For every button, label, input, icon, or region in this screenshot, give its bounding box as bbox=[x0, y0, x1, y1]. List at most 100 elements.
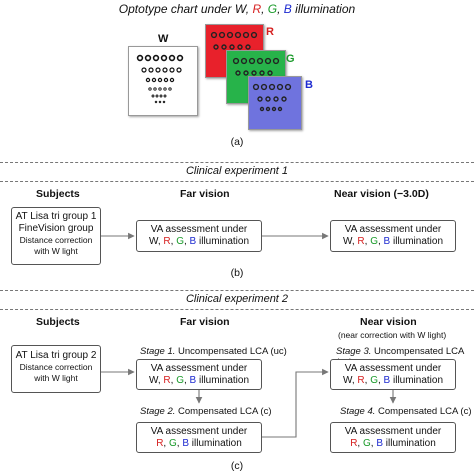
text: , bbox=[377, 236, 384, 247]
title-sep: , bbox=[245, 2, 253, 16]
panel-c-label: (c) bbox=[230, 460, 244, 472]
box-line: W, R, G, B illumination bbox=[137, 236, 261, 248]
text: , bbox=[176, 438, 183, 449]
optotype-card-w bbox=[128, 46, 198, 116]
box-line: Distance correction bbox=[19, 362, 93, 372]
b-letter: B bbox=[376, 438, 383, 449]
title-sep: , bbox=[261, 2, 268, 16]
text: W, bbox=[342, 236, 358, 247]
text: illumination bbox=[390, 236, 444, 247]
stage-number: Stage 1. bbox=[140, 346, 176, 357]
exp2-near-subheader: (near correction with W light) bbox=[338, 330, 447, 340]
box-line: VA assessment under bbox=[344, 363, 442, 374]
text: , bbox=[170, 375, 177, 386]
text: , bbox=[364, 375, 371, 386]
b-letter: B bbox=[383, 236, 391, 247]
text: illumination bbox=[390, 375, 444, 386]
g-letter: G bbox=[176, 236, 184, 247]
exp1-near-header: Near vision (−3.0D) bbox=[334, 188, 429, 200]
text: W, bbox=[148, 375, 164, 386]
title-b: B bbox=[283, 2, 292, 16]
arrow-stage2-to-stage3 bbox=[262, 368, 329, 438]
r-letter: R bbox=[163, 236, 171, 247]
b-letter: B bbox=[182, 438, 189, 449]
r-letter: R bbox=[350, 438, 358, 449]
exp1-title: Clinical experiment 1 bbox=[185, 165, 289, 177]
stage-2-box: VA assessment under R, G, B illumination bbox=[136, 422, 262, 453]
stage-text: Uncompensated LCA (uc) bbox=[175, 346, 287, 357]
box-line: VA assessment under bbox=[150, 224, 248, 235]
stage-1-box: VA assessment under W, R, G, B illuminat… bbox=[136, 359, 262, 390]
section-divider bbox=[0, 309, 474, 310]
box-line: W, R, G, B illumination bbox=[137, 375, 261, 387]
box-line: FineVision group bbox=[18, 223, 94, 234]
stage-number: Stage 4. bbox=[340, 406, 376, 417]
stage-text: Compensated LCA (c) bbox=[175, 406, 272, 417]
title-r: R bbox=[252, 2, 262, 16]
box-line: AT Lisa tri group 1 bbox=[15, 211, 97, 222]
panel-a-title: Optotype chart under W, R, G, B illumina… bbox=[0, 2, 474, 16]
r-letter: R bbox=[357, 375, 365, 386]
exp2-subjects-box: AT Lisa tri group 2 Distance correction … bbox=[11, 345, 101, 393]
exp1-near-box: VA assessment under W, R, G, B illuminat… bbox=[330, 220, 456, 252]
r-letter: R bbox=[357, 236, 365, 247]
exp2-subjects-header: Subjects bbox=[36, 316, 80, 328]
g-letter: G bbox=[370, 375, 378, 386]
exp1-far-box: VA assessment under W, R, G, B illuminat… bbox=[136, 220, 262, 252]
r-letter: R bbox=[156, 438, 164, 449]
stage-1-label: Stage 1. Uncompensated LCA (uc) bbox=[140, 346, 287, 357]
text: , bbox=[357, 438, 363, 449]
title-g: G bbox=[267, 2, 278, 16]
text: W, bbox=[342, 375, 358, 386]
g-letter: G bbox=[362, 438, 371, 449]
panel-a-label: (a) bbox=[230, 136, 244, 148]
card-label-r: R bbox=[266, 26, 274, 38]
box-line: with W light bbox=[34, 246, 78, 256]
exp2-title: Clinical experiment 2 bbox=[185, 293, 289, 305]
box-line: W, R, G, B illumination bbox=[331, 375, 455, 387]
card-label-w: W bbox=[158, 33, 169, 45]
text: illumination bbox=[189, 438, 242, 449]
exp2-near-header: Near vision bbox=[360, 316, 417, 328]
title-suffix: illumination bbox=[291, 2, 356, 16]
box-line: VA assessment under bbox=[344, 426, 442, 437]
stage-2-label: Stage 2. Compensated LCA (c) bbox=[140, 406, 272, 417]
panel-b-label: (b) bbox=[230, 267, 244, 279]
text: W, bbox=[148, 236, 164, 247]
title-prefix: Optotype chart under bbox=[118, 2, 235, 16]
box-line: VA assessment under bbox=[150, 426, 248, 437]
g-letter: G bbox=[168, 438, 177, 449]
text: , bbox=[183, 375, 190, 386]
card-label-b: B bbox=[305, 79, 313, 91]
r-letter: R bbox=[163, 375, 171, 386]
text: , bbox=[377, 375, 384, 386]
box-line: AT Lisa tri group 2 bbox=[15, 350, 97, 361]
title-w: W bbox=[234, 2, 246, 16]
g-letter: G bbox=[176, 375, 184, 386]
stage-text: Compensated LCA (c) bbox=[375, 406, 472, 417]
section-divider bbox=[0, 290, 474, 291]
card-label-g: G bbox=[286, 53, 295, 65]
b-letter: B bbox=[189, 236, 197, 247]
box-line: Distance correction bbox=[19, 235, 93, 245]
box-line: W, R, G, B illumination bbox=[331, 236, 455, 248]
stage-3-box: VA assessment under W, R, G, B illuminat… bbox=[330, 359, 456, 390]
text: , bbox=[163, 438, 169, 449]
exp2-far-header: Far vision bbox=[180, 316, 230, 328]
text: illumination bbox=[196, 236, 250, 247]
exp1-far-header: Far vision bbox=[180, 188, 230, 200]
exp1-subjects-box: AT Lisa tri group 1 FineVision group Dis… bbox=[11, 207, 101, 265]
text: illumination bbox=[196, 375, 250, 386]
section-divider bbox=[0, 162, 474, 163]
section-divider bbox=[0, 181, 474, 182]
text: , bbox=[170, 236, 177, 247]
box-line: VA assessment under bbox=[344, 224, 442, 235]
text: , bbox=[370, 438, 377, 449]
stage-4-box: VA assessment under R, G, B illumination bbox=[330, 422, 456, 453]
box-line: R, G, B illumination bbox=[137, 438, 261, 450]
stage-number: Stage 2. bbox=[140, 406, 176, 417]
text: illumination bbox=[383, 438, 436, 449]
box-line: with W light bbox=[34, 373, 78, 383]
